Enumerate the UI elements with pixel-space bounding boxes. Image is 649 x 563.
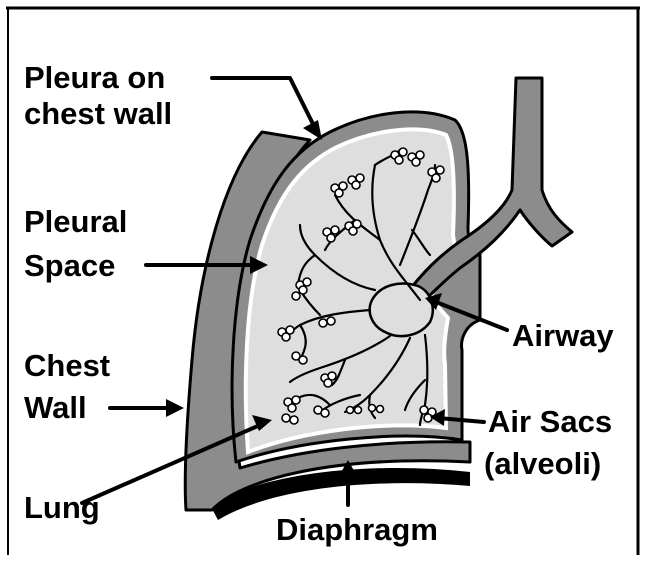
- label-lung: Lung: [24, 490, 100, 525]
- label-pleura-line1: Pleura on: [24, 60, 165, 95]
- label-chest-wall-line2: Wall: [24, 390, 87, 425]
- arrowhead-chest-wall: [166, 399, 184, 417]
- label-pleura-line2: chest wall: [24, 96, 172, 131]
- label-diaphragm: Diaphragm: [276, 512, 438, 547]
- label-air-sacs-line1: Air Sacs: [488, 404, 612, 439]
- label-airway: Airway: [512, 318, 614, 353]
- arrowhead-pleura: [303, 120, 322, 140]
- arrow-pleura-chest-wall: [212, 78, 315, 128]
- label-pleural-space-line2: Space: [24, 248, 115, 283]
- central-airway: [370, 284, 433, 337]
- label-chest-wall-line1: Chest: [24, 348, 110, 383]
- label-pleural-space-line1: Pleural: [24, 204, 127, 239]
- label-air-sacs-line2: (alveoli): [484, 446, 601, 481]
